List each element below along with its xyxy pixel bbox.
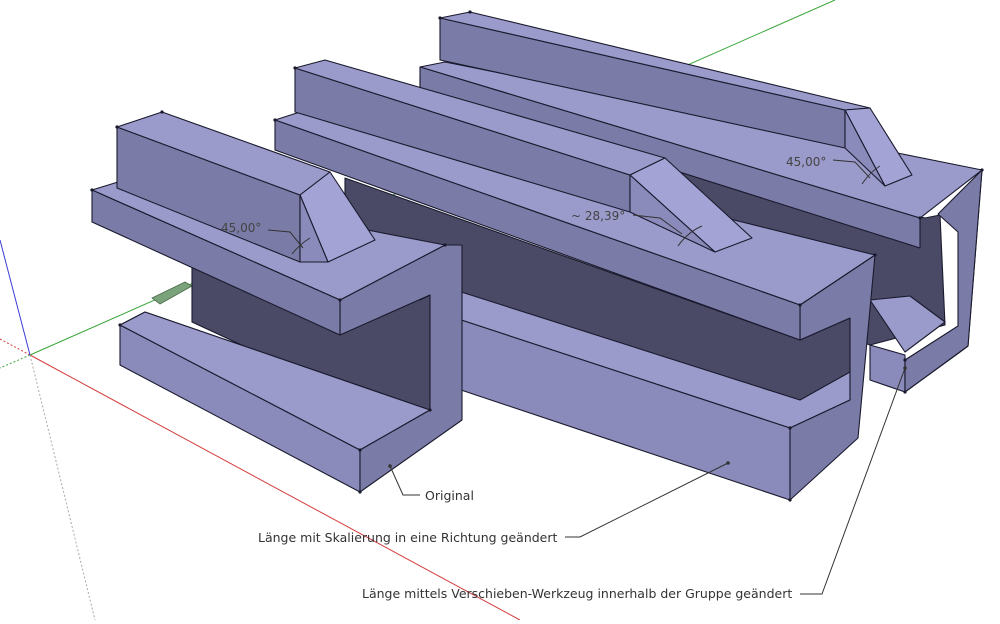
moved-end-outer	[904, 169, 983, 393]
original-ridge-chamfer-side	[299, 194, 329, 263]
vertex-dots	[90, 10, 984, 502]
angle-dimension-right[interactable]: 45,00°	[786, 155, 881, 185]
green-axis-dotted	[0, 354, 31, 369]
callout-moved[interactable]: Länge mittels Verschieben-Werkzeug inner…	[362, 366, 907, 601]
part-scaled[interactable]	[274, 59, 876, 501]
angle-label-middle: ~ 28,39°	[571, 209, 625, 223]
blue-axis-dotted	[29, 354, 96, 621]
red-axis-dotted	[0, 338, 31, 356]
moved-lower-top	[869, 295, 946, 353]
angle-label-right: 45,00°	[786, 155, 826, 169]
scaled-ridge-chamfer-side	[629, 174, 716, 253]
original-slab-front	[91, 189, 341, 336]
original-end-face	[339, 244, 463, 493]
callout-moved-text: Länge mittels Verschieben-Werkzeug inner…	[362, 586, 792, 601]
part-original[interactable]	[91, 111, 463, 493]
angle-dimension-left[interactable]: 45,00°	[221, 221, 311, 255]
angle-label-left: 45,00°	[221, 221, 261, 235]
callout-scaled[interactable]: Länge mit Skalierung in eine Richtung ge…	[258, 461, 730, 545]
section-plane-icon	[151, 281, 193, 305]
angle-dimension-middle[interactable]: ~ 28,39°	[571, 209, 703, 247]
red-axis	[29, 354, 521, 621]
moved-slab-front	[419, 66, 921, 249]
moved-ridge-chamfer-side	[844, 109, 886, 187]
blue-axis	[0, 239, 31, 356]
callout-original-text: Original	[425, 488, 474, 503]
moved-lower-front	[869, 344, 906, 393]
scaled-slab-front	[274, 119, 801, 341]
callout-original[interactable]: Original	[388, 464, 474, 503]
callout-scaled-text: Länge mit Skalierung in eine Richtung ge…	[258, 530, 558, 545]
